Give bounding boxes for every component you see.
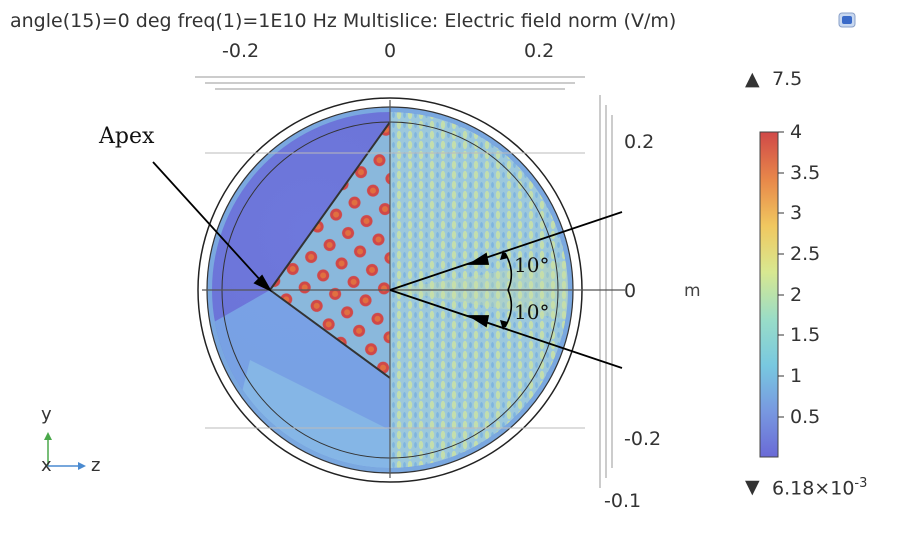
cb-tick-1-5: 1.5 (790, 324, 821, 346)
cb-tick-1: 1 (790, 365, 803, 387)
triad-x-label: x (41, 455, 52, 476)
angle-rays (389, 211, 623, 369)
top-tick-zero: 0 (384, 40, 397, 62)
right-tick-neg: -0.2 (624, 428, 662, 450)
min-marker: ▼ (745, 476, 760, 498)
frame-lines (195, 76, 613, 488)
angle-label-upper: 10° (514, 253, 550, 277)
apex-label: Apex (99, 124, 155, 149)
triad-z-label: z (91, 455, 101, 476)
top-tick-neg: -0.2 (222, 40, 260, 62)
max-value: 7.5 (772, 68, 803, 90)
cb-tick-2-5: 2.5 (790, 243, 821, 265)
axis-triad (44, 432, 86, 470)
colorbar (759, 131, 779, 458)
angle-label-lower: 10° (514, 300, 550, 324)
apex-arrow (152, 161, 273, 293)
cb-tick-3-5: 3.5 (790, 162, 821, 184)
cb-tick-4: 4 (790, 121, 803, 143)
axis-unit: m (684, 281, 701, 301)
min-value-base: 6.18×10 (772, 477, 855, 500)
cb-tick-3: 3 (790, 202, 803, 224)
cb-tick-0-5: 0.5 (790, 406, 821, 428)
max-marker: ▲ (745, 68, 760, 90)
min-value-exp: -3 (854, 476, 868, 491)
min-value: 6.18×10-3 (772, 476, 867, 499)
right-tick-pos: 0.2 (624, 131, 655, 153)
legend-icon[interactable] (838, 12, 856, 28)
triad-y-label: y (41, 404, 52, 425)
cb-tick-2: 2 (790, 284, 803, 306)
top-tick-pos: 0.2 (524, 40, 555, 62)
right-tick-zero: 0 (624, 280, 637, 302)
plot-title: angle(15)=0 deg freq(1)=1E10 Hz Multisli… (10, 10, 677, 32)
bottom-right-tick: -0.1 (604, 490, 642, 512)
